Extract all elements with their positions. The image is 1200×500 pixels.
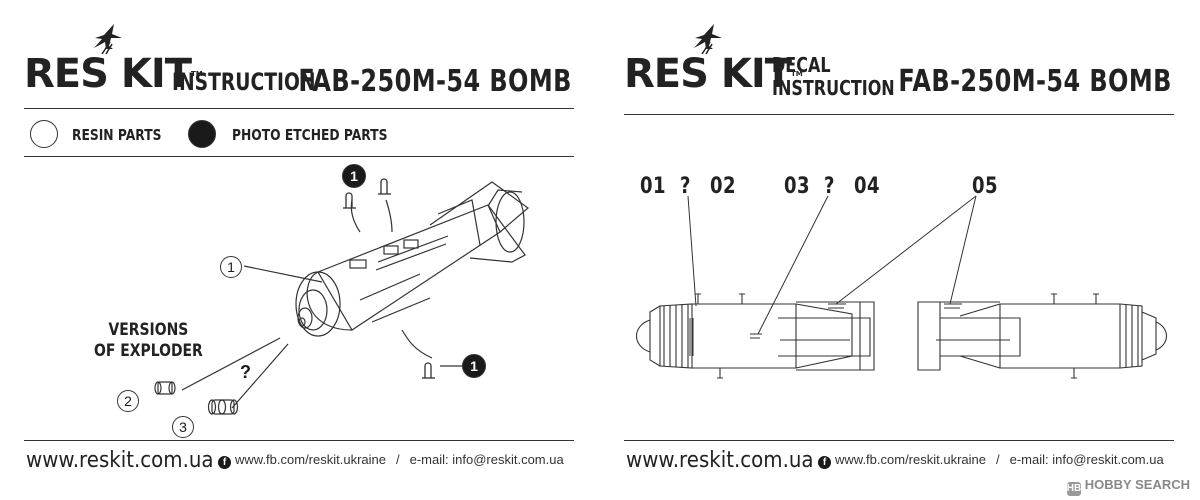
photo-etched-symbol — [188, 120, 216, 148]
legend-divider — [24, 156, 574, 157]
resin-part-callout-body: 1 — [220, 256, 242, 278]
decal-label-01: 01 — [640, 174, 666, 199]
page-title-decal: FAB-250M-54 BOMB — [898, 64, 1172, 99]
footer-website: www.reskit.com.ua — [26, 448, 214, 473]
footer-contacts-decal: f www.fb.com/reskit.ukraine / e-mail: info@… — [818, 452, 1164, 469]
instruction-page: RES KITTM INSTRUCTION FAB-250M-54 BOMB R… — [24, 24, 574, 473]
pe-part-callout-bottom: 1 — [462, 354, 486, 378]
bomb-assembly-drawing — [154, 178, 529, 415]
facebook-icon: f — [818, 456, 831, 469]
footer-facebook-decal: www.fb.com/reskit.ukraine — [835, 452, 986, 467]
pe-part-callout-top: 1 — [342, 164, 366, 188]
versions-line-1: VERSIONS — [108, 320, 189, 340]
decal-label-05: 05 — [972, 174, 998, 199]
decal-instruction-page: RES KITTM DECAL INSTRUCTION FAB-250M-54 … — [600, 0, 1200, 500]
exploder-question-mark: ? — [240, 362, 251, 382]
footer-divider — [24, 440, 574, 441]
header-instruction: INSTRUCTION — [172, 68, 316, 96]
footer-divider-decal — [624, 440, 1174, 441]
footer-separator: / — [396, 452, 400, 467]
header-decal: DECAL — [772, 53, 831, 77]
resin-parts-symbol — [30, 120, 58, 148]
hobby-search-text: HOBBY SEARCH — [1084, 477, 1190, 492]
jet-fighter-icon — [694, 24, 722, 54]
decal-label-04: 04 — [854, 174, 880, 199]
decal-placement-drawing — [635, 195, 1168, 379]
versions-line-2: OF EXPLODER — [94, 341, 203, 361]
decal-question-1: ? — [680, 174, 691, 199]
footer-facebook: www.fb.com/reskit.ukraine — [235, 452, 386, 467]
reskit-logo: RES KITTM — [24, 24, 203, 97]
logo-trademark-decal: TM — [791, 70, 803, 78]
header-divider-decal — [624, 114, 1174, 115]
header-divider — [24, 108, 574, 109]
photo-etched-label: PHOTO ETCHED PARTS — [232, 126, 388, 144]
decal-label-02: 02 — [710, 174, 736, 199]
decal-question-2: ? — [824, 174, 835, 199]
facebook-icon: f — [218, 456, 231, 469]
exploder-callout-2: 2 — [117, 390, 139, 412]
footer-contacts: f www.fb.com/reskit.ukraine / e-mail: info@… — [218, 452, 564, 469]
decal-label-03: 03 — [784, 174, 810, 199]
logo-trademark: TM — [191, 70, 203, 78]
footer-separator-decal: / — [996, 452, 1000, 467]
footer-email-decal: e-mail: info@reskit.com.ua — [1009, 452, 1164, 467]
page-title: FAB-250M-54 BOMB — [298, 64, 572, 99]
resin-parts-label: RESIN PARTS — [72, 126, 162, 144]
header-instruction-decal: INSTRUCTION — [772, 76, 895, 100]
footer-website-decal: www.reskit.com.ua — [626, 448, 814, 473]
exploder-callout-3: 3 — [172, 416, 194, 438]
reskit-logo-decal: RES KITTM — [624, 24, 803, 97]
header-decal-instruction: DECAL INSTRUCTION — [772, 54, 895, 100]
jet-fighter-icon — [94, 24, 122, 54]
hobby-search-badge: HB — [1066, 482, 1082, 496]
logo-text-decal: RES KIT — [624, 51, 792, 97]
versions-of-exploder-label: VERSIONS OF EXPLODER — [94, 320, 203, 362]
footer-email: e-mail: info@reskit.com.ua — [409, 452, 564, 467]
logo-text: RES KIT — [24, 51, 192, 97]
